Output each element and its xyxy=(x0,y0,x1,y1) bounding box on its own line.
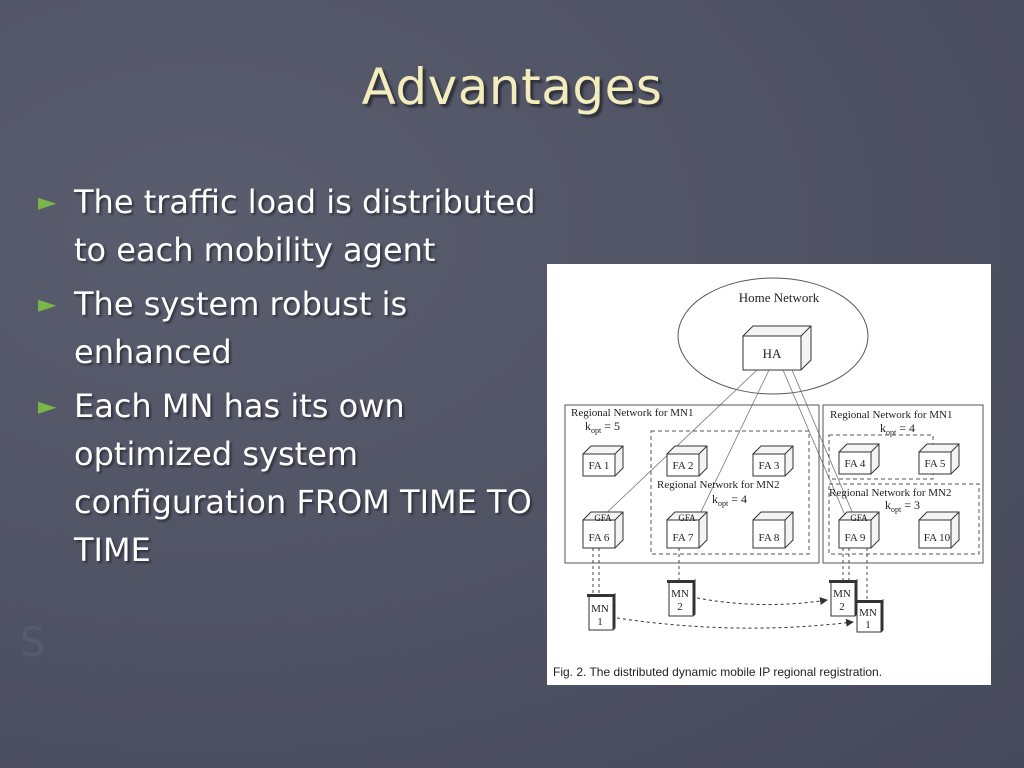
right-region2-k: kopt= 3 xyxy=(885,498,920,514)
svg-text:1: 1 xyxy=(597,616,603,628)
home-network-ellipse xyxy=(677,277,869,395)
fa-node: FA 2 xyxy=(666,445,708,477)
mn2-movement-arrow xyxy=(696,597,828,606)
right-region-box xyxy=(822,404,984,564)
bullet-arrow-icon: ► xyxy=(38,392,57,420)
svg-text:2: 2 xyxy=(677,601,683,613)
network-diagram-figure: Home Network HA Regional Network for MN1… xyxy=(547,264,991,685)
ha-links xyxy=(598,369,854,521)
bullet-item: ► The system robust is enhanced xyxy=(38,280,558,376)
mid-region-k: kopt= 4 xyxy=(712,492,747,508)
background-decoration: S xyxy=(20,620,46,666)
slide-title: Advantages xyxy=(361,58,663,116)
svg-text:FA 3: FA 3 xyxy=(759,460,780,472)
home-network-label: Home Network xyxy=(739,290,820,305)
mid-region-box xyxy=(650,430,810,555)
svg-text:GFA: GFA xyxy=(850,513,868,523)
right-region2-dashed-box xyxy=(828,483,980,555)
mn1-left-node: MN 1 xyxy=(587,592,616,631)
mid-region-label: Regional Network for MN2 xyxy=(657,479,780,491)
mn-links xyxy=(592,548,868,600)
bullet-arrow-icon: ► xyxy=(38,188,57,216)
fa-node: FA 4 xyxy=(838,443,880,475)
svg-text:2: 2 xyxy=(839,601,845,613)
svg-text:FA 1: FA 1 xyxy=(589,460,610,472)
svg-text:MN: MN xyxy=(591,603,609,615)
left-region-label: Regional Network for MN1 xyxy=(571,407,694,419)
svg-text:GFA: GFA xyxy=(678,513,696,523)
bullet-list: ► The traffic load is distributed to eac… xyxy=(38,178,558,580)
mn2-right-node: MN 2 xyxy=(829,578,858,617)
right-region1-k: kopt= 4 xyxy=(880,421,915,437)
svg-text:FA 2: FA 2 xyxy=(673,460,694,472)
svg-text:FA 10: FA 10 xyxy=(924,532,951,544)
left-region-box xyxy=(564,404,820,564)
bullet-text: Each MN has its own optimized system con… xyxy=(74,387,532,569)
svg-text:FA 7: FA 7 xyxy=(673,532,694,544)
bullet-item: ► The traffic load is distributed to eac… xyxy=(38,178,558,274)
fa-node: FA 5 xyxy=(918,443,960,475)
gfa-node: GFA FA 9 xyxy=(838,511,880,549)
figure-caption: Fig. 2. The distributed dynamic mobile I… xyxy=(553,665,882,679)
svg-text:FA 4: FA 4 xyxy=(845,458,866,470)
gfa-node: GFA FA 6 xyxy=(582,511,624,549)
mn1-movement-arrow xyxy=(616,617,854,629)
svg-text:FA 6: FA 6 xyxy=(589,532,610,544)
right-region1-label: Regional Network for MN1 xyxy=(830,409,953,421)
bullet-arrow-icon: ► xyxy=(38,290,57,318)
left-region-k: kopt= 5 xyxy=(585,419,620,435)
mn1-right-node: MN 1 xyxy=(855,598,884,633)
svg-text:GFA: GFA xyxy=(594,513,612,523)
ha-node: HA xyxy=(742,325,812,371)
fa-node: FA 3 xyxy=(752,445,794,477)
mn2-left-node: MN 2 xyxy=(667,578,696,617)
svg-text:MN: MN xyxy=(859,607,877,619)
svg-text:FA 8: FA 8 xyxy=(759,532,780,544)
svg-text:FA 9: FA 9 xyxy=(845,532,866,544)
fa-node: FA 10 xyxy=(918,511,960,549)
gfa-node: GFA FA 7 xyxy=(666,511,708,549)
ha-label: HA xyxy=(763,346,782,361)
svg-text:MN: MN xyxy=(671,588,689,600)
fa-node: FA 8 xyxy=(752,511,794,549)
svg-text:FA 5: FA 5 xyxy=(925,458,946,470)
bullet-text: The traffic load is distributed to each … xyxy=(74,183,536,269)
bullet-item: ► Each MN has its own optimized system c… xyxy=(38,382,558,574)
fa-node: FA 1 xyxy=(582,445,624,477)
bullet-text: The system robust is enhanced xyxy=(74,285,408,371)
svg-text:1: 1 xyxy=(865,619,871,631)
right-region2-label: Regional Network for MN2 xyxy=(829,487,952,499)
svg-text:MN: MN xyxy=(833,588,851,600)
